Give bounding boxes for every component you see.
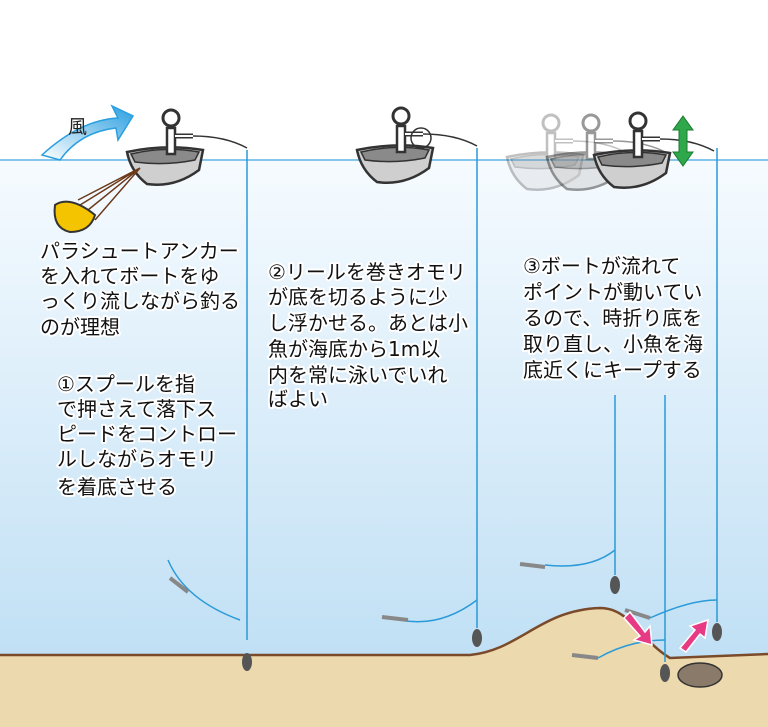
wind-label: 風 — [68, 116, 87, 138]
baitfish-icon — [381, 615, 409, 622]
flatfish-icon — [677, 662, 723, 688]
svg-text:を着底させる: を着底させる — [57, 475, 177, 499]
svg-text:ルしながらオモリ: ルしながらオモリ — [57, 447, 217, 471]
svg-text:が底を切るように少: が底を切るように少 — [268, 285, 448, 309]
svg-text:魚が海底から1m以: 魚が海底から1m以 — [268, 337, 440, 361]
svg-text:ばよい: ばよい — [268, 387, 328, 411]
down-arrow-icon — [622, 610, 653, 647]
sinker-icon — [712, 623, 722, 641]
panel-3-caption: ③ボートが流れて ポイントが動いてい るので、時折り底を 取り直し、小魚を海 底… — [521, 252, 705, 384]
svg-text:ピードをコントロー: ピードをコントロー — [57, 422, 237, 446]
sinker-icon — [472, 629, 482, 647]
panel-1-caption: パラシュートアンカー を入れてボートをゆ っくり流しながら釣る のが理想 ①スプ… — [38, 237, 242, 501]
seabed — [0, 608, 768, 727]
svg-text:③ボートが流れて: ③ボートが流れて — [523, 254, 680, 278]
svg-text:①スプールを指: ①スプールを指 — [57, 372, 195, 396]
up-down-arrow-icon — [672, 115, 694, 167]
svg-text:るので、時折り底を: るので、時折り底を — [523, 306, 702, 330]
svg-text:のが理想: のが理想 — [40, 315, 120, 339]
svg-text:で押さえて落下ス: で押さえて落下ス — [57, 397, 216, 421]
svg-text:し浮かせる。あとは小: し浮かせる。あとは小 — [268, 311, 468, 335]
svg-text:ポイントが動いてい: ポイントが動いてい — [523, 280, 702, 304]
wind-arrow-icon — [40, 104, 135, 161]
svg-text:を入れてボートをゆ: を入れてボートをゆ — [40, 264, 219, 288]
baitfish-icon — [168, 576, 190, 594]
svg-text:底近くにキープする: 底近くにキープする — [523, 358, 702, 382]
sinker-icon — [610, 576, 620, 594]
svg-text:内を常に泳いでいれ: 内を常に泳いでいれ — [268, 363, 447, 387]
svg-text:パラシュートアンカー: パラシュートアンカー — [40, 239, 239, 263]
sinker-icon — [242, 653, 252, 671]
svg-text:取り直し、小魚を海: 取り直し、小魚を海 — [523, 332, 703, 356]
parachute-anchor-icon — [53, 167, 141, 234]
sinker-icon — [660, 664, 670, 682]
svg-text:②リールを巻きオモリ: ②リールを巻きオモリ — [268, 260, 466, 284]
boat-icon — [357, 108, 477, 183]
svg-text:っくり流しながら釣る: っくり流しながら釣る — [40, 289, 240, 313]
up-arrow-icon — [678, 618, 709, 654]
panel-2-caption: ②リールを巻きオモリ が底を切るように少 し浮かせる。あとは小 魚が海底から1m… — [266, 258, 470, 413]
